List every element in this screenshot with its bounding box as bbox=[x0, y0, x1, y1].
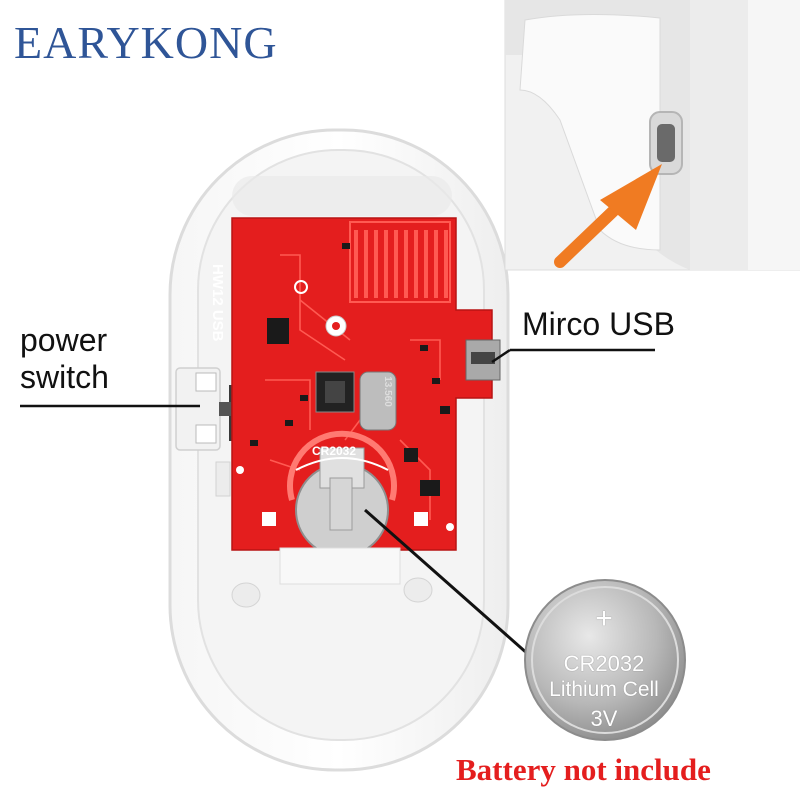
power-switch-label-line2: switch bbox=[20, 358, 109, 395]
usb-arrow-head bbox=[600, 164, 662, 230]
power-switch-label-line1: power bbox=[20, 322, 108, 358]
coin-battery-plus: + bbox=[595, 602, 613, 635]
battery-pointer bbox=[364, 508, 547, 672]
brand-logo: EARYKONG bbox=[14, 17, 278, 68]
pcb-battery-slot-label: CR2032 bbox=[312, 444, 357, 458]
coin-battery-model: CR2032 bbox=[563, 651, 645, 676]
pcb-chip-label: 13.560 bbox=[381, 376, 393, 407]
coin-battery-voltage: 3V bbox=[590, 706, 618, 731]
pcb-antenna bbox=[354, 230, 448, 298]
micro-usb-socket bbox=[657, 124, 675, 162]
coin-battery bbox=[524, 579, 686, 741]
micro-usb-label: Mirco USB bbox=[522, 306, 675, 342]
battery-not-included-notice: Battery not include bbox=[456, 752, 711, 787]
coin-battery-type: Lithium Cell bbox=[549, 678, 659, 701]
battery-holder-ring bbox=[287, 430, 397, 501]
pcb-model-label: HW12 USB bbox=[209, 264, 226, 342]
usb-inset-photo bbox=[504, 0, 800, 271]
power-switch-label: power switch bbox=[20, 322, 109, 396]
